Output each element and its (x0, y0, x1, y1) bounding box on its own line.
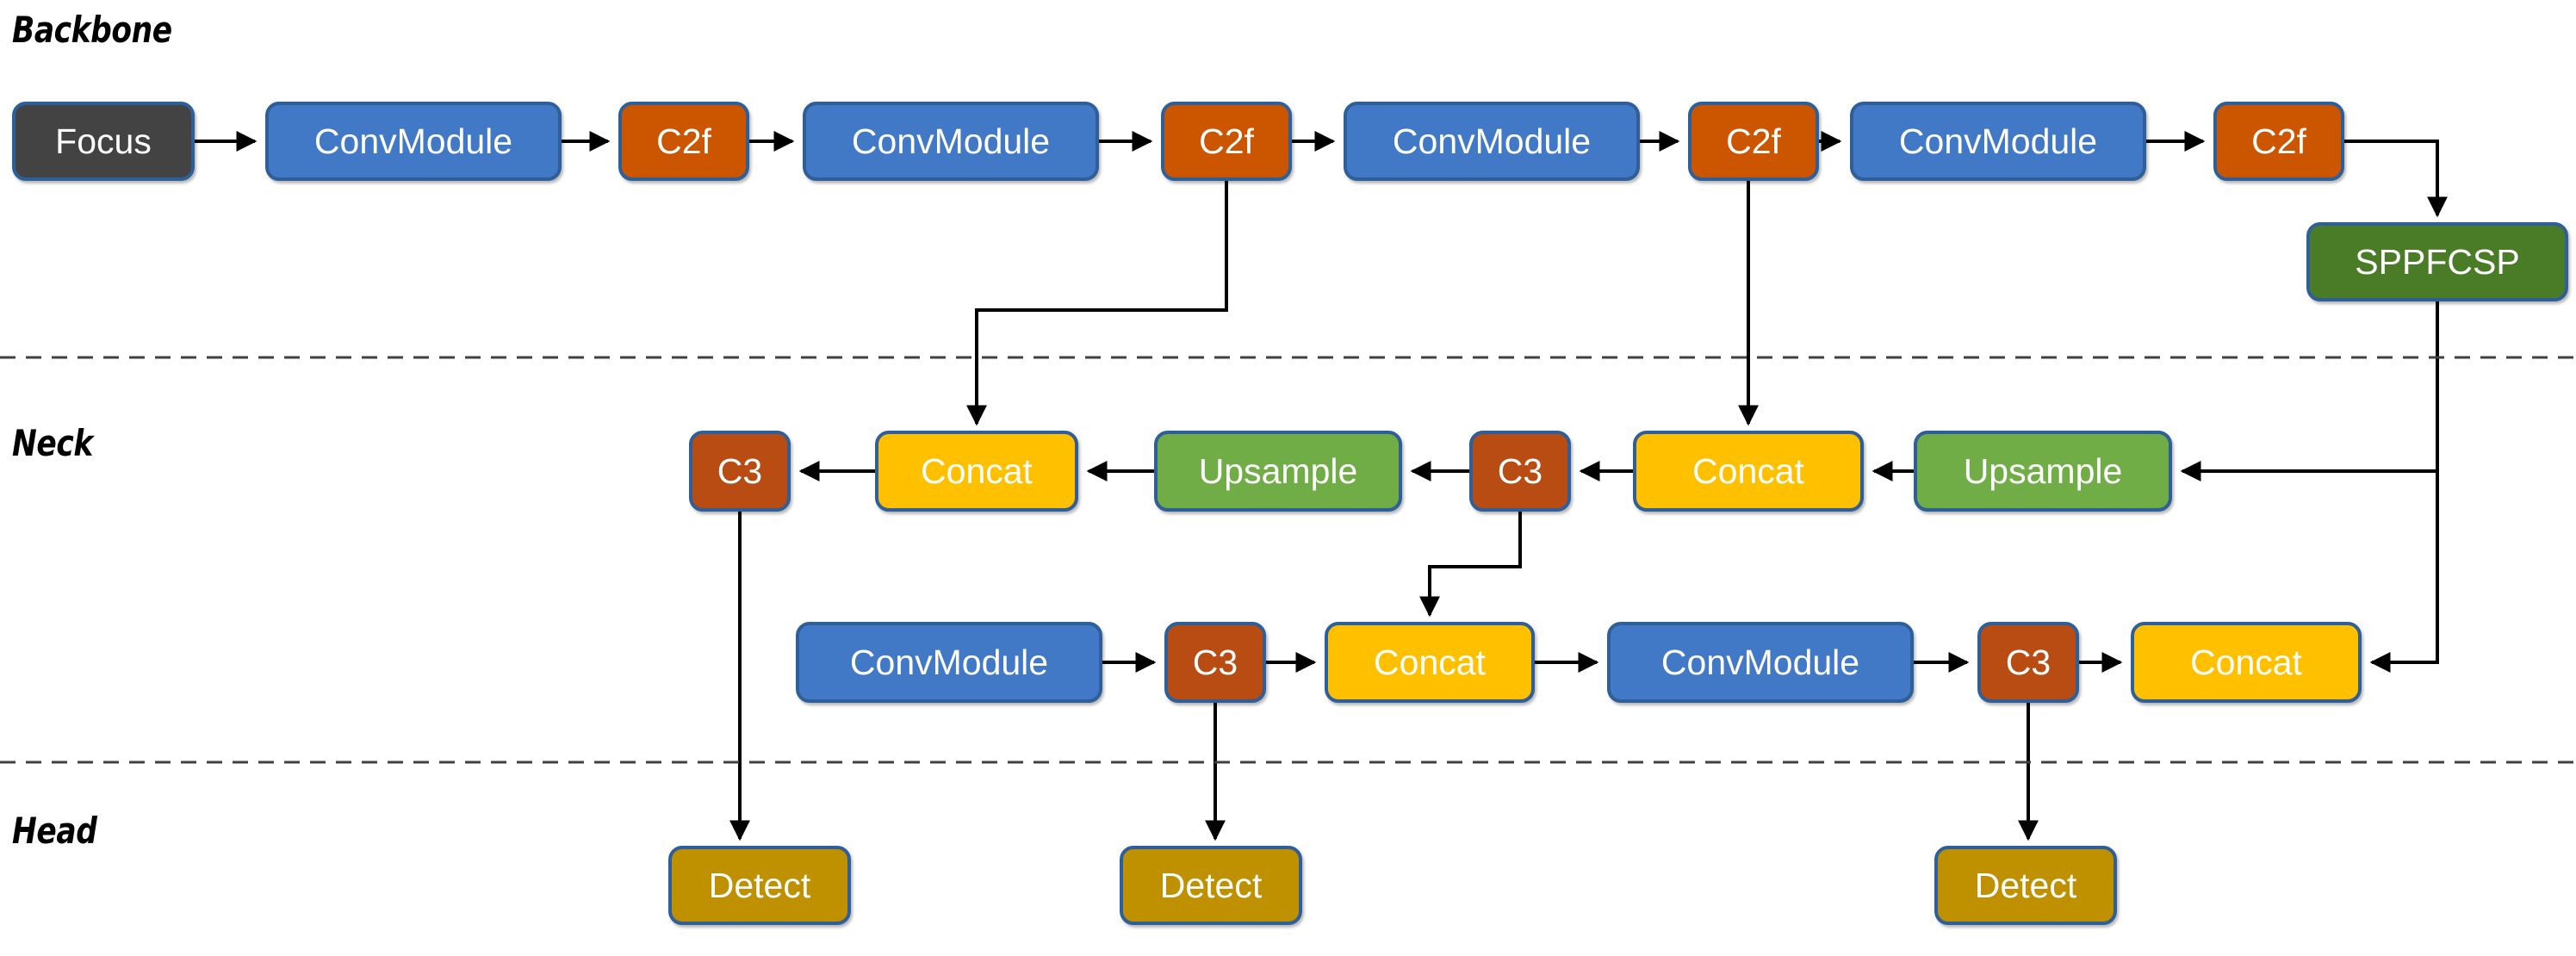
node-detect-3[interactable]: Detect (1934, 846, 2117, 925)
node-concat-4[interactable]: Concat (2131, 622, 2362, 703)
node-convmodule-6[interactable]: ConvModule (1607, 622, 1914, 703)
node-c2f-4[interactable]: C2f (2213, 102, 2344, 181)
node-focus[interactable]: Focus (12, 102, 195, 181)
edge-sppfcsp-upsample2 (2180, 301, 2439, 481)
node-upsample-1[interactable]: Upsample (1154, 431, 1402, 512)
node-concat-3[interactable]: Concat (1325, 622, 1535, 703)
node-convmodule-4[interactable]: ConvModule (1850, 102, 2146, 181)
edge-c2f4-sppfcsp (2344, 140, 2448, 218)
node-c2f-1[interactable]: C2f (618, 102, 749, 181)
node-c3-4[interactable]: C3 (1977, 622, 2079, 703)
node-concat-1[interactable]: Concat (875, 431, 1078, 512)
node-convmodule-2[interactable]: ConvModule (803, 102, 1099, 181)
node-c2f-2[interactable]: C2f (1161, 102, 1292, 181)
section-label-head: Head (12, 810, 97, 852)
edge-sppfcsp-concat4 (2369, 471, 2439, 673)
edge-c3_2-concat3 (1419, 512, 1522, 618)
node-detect-1[interactable]: Detect (668, 846, 851, 925)
node-concat-2[interactable]: Concat (1633, 431, 1864, 512)
node-convmodule-3[interactable]: ConvModule (1344, 102, 1640, 181)
node-sppfcsp[interactable]: SPPFCSP (2306, 222, 2568, 301)
node-c3-3[interactable]: C3 (1164, 622, 1266, 703)
node-detect-2[interactable]: Detect (1120, 846, 1302, 925)
node-c3-1[interactable]: C3 (689, 431, 791, 512)
node-upsample-2[interactable]: Upsample (1914, 431, 2172, 512)
section-label-neck: Neck (12, 422, 93, 464)
node-convmodule-1[interactable]: ConvModule (265, 102, 562, 181)
node-convmodule-5[interactable]: ConvModule (796, 622, 1102, 703)
section-label-backbone: Backbone (12, 9, 172, 51)
node-c3-2[interactable]: C3 (1469, 431, 1571, 512)
edge-c2f2-concat1 (966, 181, 1228, 426)
node-c2f-3[interactable]: C2f (1688, 102, 1819, 181)
